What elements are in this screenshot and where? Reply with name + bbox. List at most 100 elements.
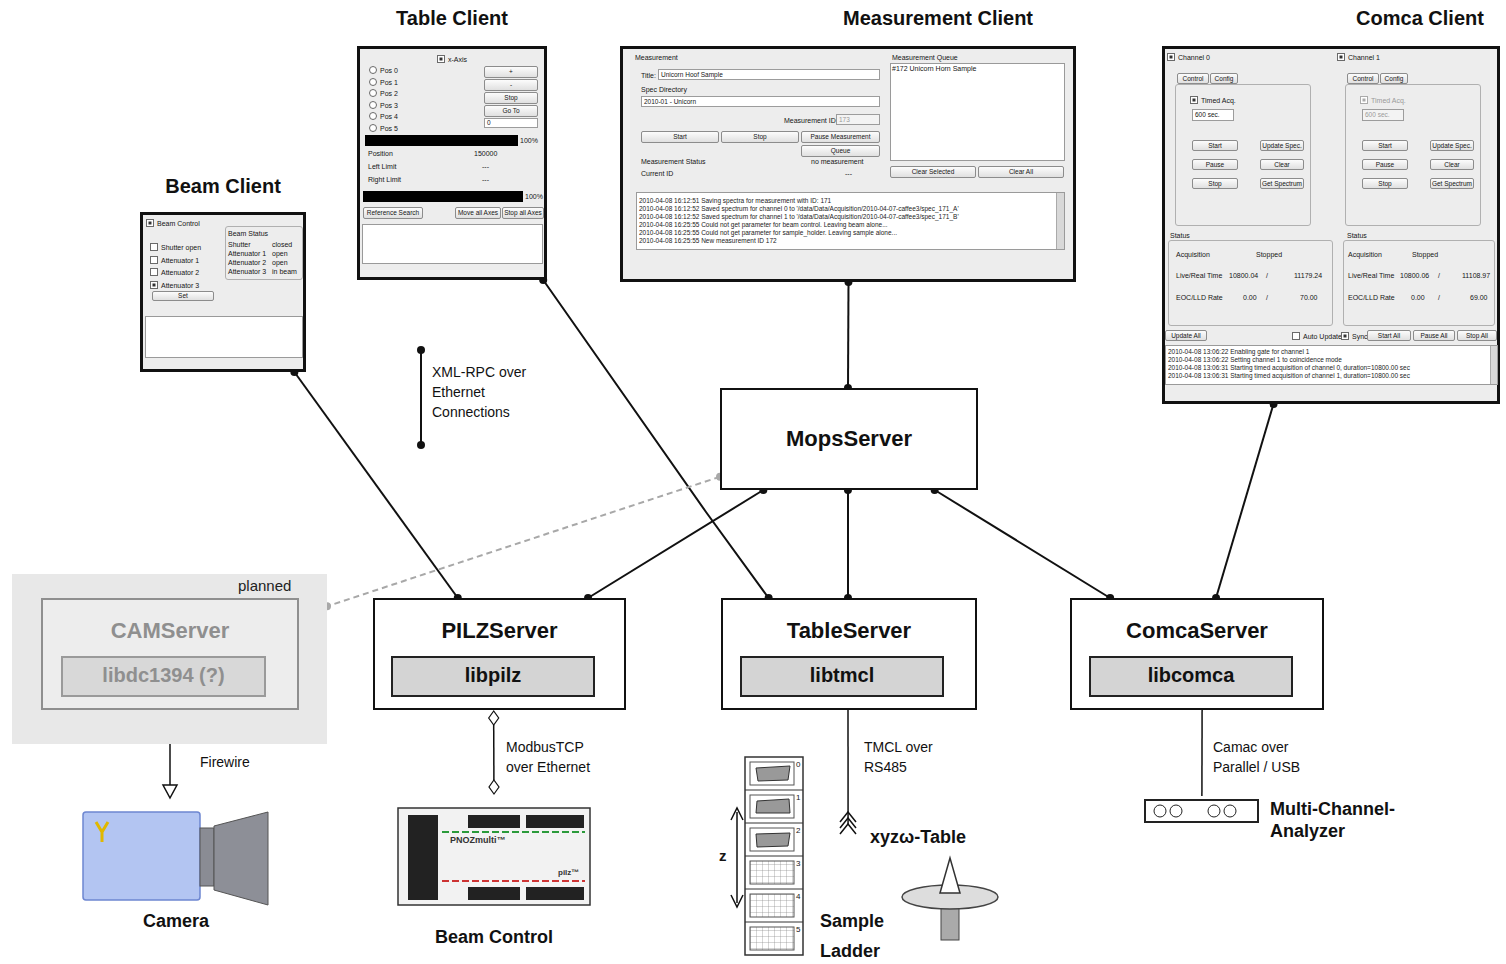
node-text: xyzω-Table <box>870 826 1000 848</box>
connector <box>1212 400 1277 602</box>
ui-text: Auto Update <box>1292 332 1342 341</box>
plc-drawing <box>398 808 590 905</box>
library-box: libcomca <box>1089 656 1293 697</box>
connector-line <box>588 490 763 598</box>
device-node: Camera <box>80 800 272 935</box>
log-line: 2010-04-08 13:06:22 Setting channel 1 to… <box>1168 356 1342 364</box>
ui-text: Pos 4 <box>369 112 398 121</box>
ui-button: + <box>484 66 538 78</box>
analyzer-drawing-part <box>1224 805 1236 817</box>
arrow-head <box>163 785 177 798</box>
ui-text: --- <box>482 163 489 171</box>
node-text: PNOZmulti™ <box>450 835 530 845</box>
server-box: PILZServerlibpilz <box>373 598 626 710</box>
planned-region: plannedCAMServer libdc1394 (?) <box>12 574 327 744</box>
ui-button: Config <box>1380 73 1408 84</box>
ui-text: Channel 1 <box>1337 53 1380 62</box>
ui-text: / <box>1438 294 1440 302</box>
ui-text: EOC/LLD Rate <box>1176 294 1223 302</box>
ui-button: Queue <box>801 145 880 157</box>
edge-label: TMCL over RS485 <box>864 737 954 777</box>
ui-button: Stop <box>1192 178 1238 189</box>
widget-frame <box>363 191 523 202</box>
node-text: CAMServer <box>43 618 297 644</box>
ui-button: Move all Axes <box>455 207 501 219</box>
ui-text: 2 <box>796 826 800 835</box>
ui-text: / <box>1266 272 1268 280</box>
server-box: CAMServer libdc1394 (?) <box>41 598 299 710</box>
node-text: planned <box>238 577 318 595</box>
plc-drawing-part <box>526 815 584 828</box>
node-text: Camera <box>80 910 272 932</box>
camera-drawing-part <box>214 812 268 905</box>
ui-button: Pause <box>1192 159 1238 170</box>
ui-text: 3 <box>796 859 800 868</box>
sample-ladder-drawing-part <box>756 833 790 847</box>
ui-button: Stop <box>721 131 799 143</box>
connector <box>844 278 852 392</box>
plc-drawing-part <box>398 808 590 905</box>
ui-button: Get Spectrum <box>1430 178 1474 189</box>
node-text: libpilz <box>393 664 593 687</box>
ui-text: z <box>719 848 727 864</box>
device-node: xyzω-Table <box>840 824 1002 946</box>
diamond-end <box>489 780 499 794</box>
ui-text: Pos 1 <box>369 78 398 87</box>
edge-label: Camac over Parallel / USB <box>1213 737 1313 777</box>
ui-text: / <box>1266 294 1268 302</box>
sample-ladder-drawing-part <box>750 894 794 917</box>
ui-button: Stop All <box>1457 330 1497 341</box>
ui-button: Update Spec. <box>1430 140 1474 151</box>
node-text: libtmcl <box>742 664 942 687</box>
ui-text: #172 Unicorn Horn Sample <box>892 65 976 73</box>
ui-text: 100% <box>525 193 543 201</box>
plc-drawing-part <box>526 887 584 900</box>
ui-button: Get Spectrum <box>1260 178 1304 189</box>
ui-button: Go To <box>484 105 538 117</box>
ui-text: 11179.24 <box>1294 272 1322 280</box>
ui-text: open <box>272 259 288 267</box>
connector <box>1201 710 1202 796</box>
ui-button: Start <box>1362 140 1408 151</box>
sample-ladder-drawing-part <box>756 799 790 813</box>
sample-ladder-drawing-part <box>731 808 743 907</box>
node-text: TableServer <box>723 618 975 644</box>
ui-text: 11108.97 <box>1462 272 1490 280</box>
camera-drawing-part <box>200 828 214 886</box>
node-text: Multi-Channel- Analyzer <box>1270 798 1420 842</box>
analyzer-drawing-part <box>1145 800 1258 822</box>
ui-text: x-Axis <box>437 55 467 64</box>
ui-field: 600 sec. <box>1362 109 1404 121</box>
ui-text: 0.00 <box>1411 294 1425 302</box>
plc-drawing-part <box>442 880 585 882</box>
ui-text: Pos 5 <box>369 124 398 133</box>
ui-text: closed <box>272 241 292 249</box>
legend-text: XML-RPC over Ethernet Connections <box>432 362 532 422</box>
ui-text: Pos 3 <box>369 101 398 110</box>
ui-text: Measurement <box>635 54 678 62</box>
node-text: libdc1394 (?) <box>63 664 264 687</box>
connector <box>844 486 852 602</box>
ui-button: Stop all Axes <box>502 207 544 219</box>
node-text: Comca Client <box>1340 6 1500 30</box>
ui-button: Pause All <box>1413 330 1455 341</box>
connector-line <box>935 490 1110 598</box>
node-text: Table Client <box>347 6 557 30</box>
library-box: libdc1394 (?) <box>61 656 266 697</box>
log-line: 2010-04-08 16:25:55 Could not get parame… <box>639 221 888 229</box>
ui-text: Measurement ID: <box>784 117 838 125</box>
ui-text: Attenuator 2 <box>228 259 266 267</box>
ui-button: Reference Search <box>363 207 423 219</box>
diamond-end <box>489 711 499 725</box>
ui-button: Pause Measurement <box>801 131 880 143</box>
legend-line-sample-part <box>417 441 425 449</box>
ui-text: in beam <box>272 268 297 276</box>
analyzer-drawing <box>1145 800 1258 822</box>
connector <box>489 711 499 794</box>
device-node: PNOZmulti™pilz™Beam Control <box>398 795 590 955</box>
sample-ladder-drawing-part <box>750 927 794 950</box>
ui-button: Start All <box>1367 330 1411 341</box>
device-node: Sample Ladder <box>715 752 896 964</box>
ui-button: Start <box>641 131 719 143</box>
ui-text: Status <box>1347 232 1367 240</box>
